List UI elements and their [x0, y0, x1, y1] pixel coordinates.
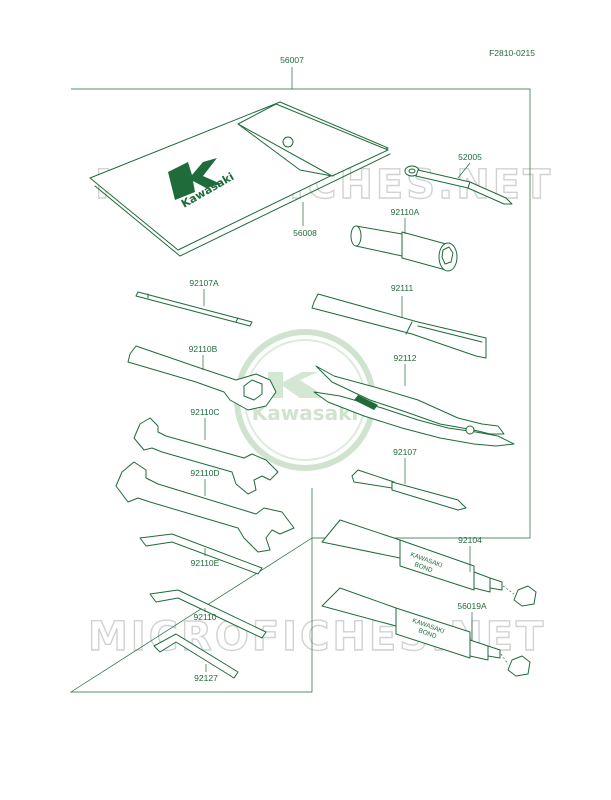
box-end-wrench: [127, 345, 277, 411]
part-label-92111: 92111: [391, 283, 414, 293]
part-label-92104: 92104: [458, 535, 482, 545]
tool-handle: [311, 293, 487, 359]
part-label-92110D: 92110D: [190, 468, 219, 478]
pliers: [313, 365, 515, 447]
screwdriver-handle: [404, 165, 513, 205]
figure-code: F2810-0215: [489, 48, 535, 58]
part-label-56008: 56008: [293, 228, 317, 238]
part-label-92110E: 92110E: [191, 558, 220, 568]
part-label-56007: 56007: [280, 55, 304, 65]
part-label-52005: 52005: [458, 152, 482, 162]
allen-key-e: [139, 533, 263, 575]
open-end-wrench-d: [115, 461, 295, 553]
screwdriver-bit: [351, 469, 467, 511]
part-label-92107A: 92107A: [189, 278, 219, 288]
part-label-92110: 92110: [193, 612, 216, 622]
part-label-56019A: 56019A: [457, 601, 487, 611]
open-end-wrench-c: [133, 417, 279, 495]
part-label-92112: 92112: [393, 353, 416, 363]
bond-tube-56019A: KAWASAKI BOND: [321, 587, 531, 677]
part-label-92127: 92127: [194, 673, 218, 683]
part-label-92107: 92107: [393, 447, 417, 457]
allen-key-92127: [153, 633, 239, 679]
bond-tube: KAWASAKI BOND: [321, 519, 537, 607]
kit-frame: [69, 88, 531, 693]
part-label-92110A: 92110A: [391, 207, 420, 217]
allen-key: [149, 589, 267, 639]
part-label-92110C: 92110C: [190, 407, 219, 417]
part-label-92110B: 92110B: [189, 344, 218, 354]
box-wrench: [350, 225, 458, 272]
extension-bar: [135, 291, 253, 327]
tool-pouch: Kawasaki: [89, 101, 391, 257]
